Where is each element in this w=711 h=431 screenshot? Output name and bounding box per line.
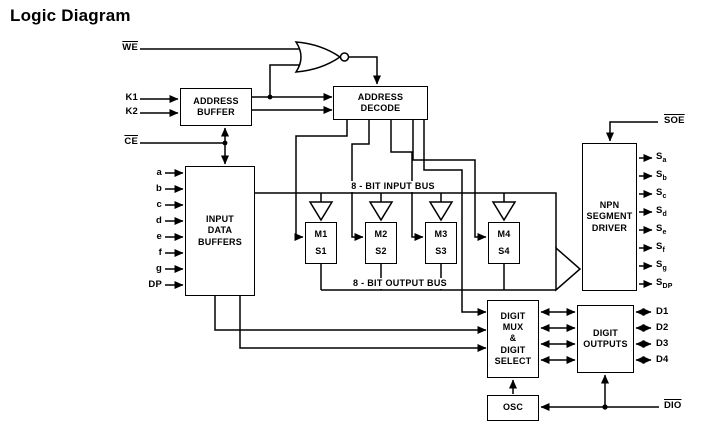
segment-label-sf: Sf (656, 241, 666, 254)
address-decode-block: ADDRESS DECODE (333, 86, 428, 120)
select-m1-wire (294, 120, 348, 241)
segment-label-sg: Sg (656, 259, 668, 272)
bus-funnel-m3 (428, 201, 454, 222)
segment-label-sdp: SDP (656, 277, 673, 290)
digit-mux-select-block: DIGIT MUX & DIGIT SELECT (487, 300, 539, 378)
npn-segment-driver-block: NPN SEGMENT DRIVER (582, 143, 637, 291)
bus-funnel-m1 (308, 201, 334, 222)
k2-label: K2 (125, 106, 138, 117)
select-m3-wire (390, 120, 424, 241)
bus-funnel-m4 (491, 201, 517, 222)
input-label-a: a (156, 167, 162, 178)
m2-s2-block: M2 S2 (365, 222, 397, 264)
digit-label-d3: D3 (656, 338, 669, 349)
digit-label-d2: D2 (656, 322, 669, 333)
digit-label-d4: D4 (656, 354, 669, 365)
junction-dot (222, 140, 228, 146)
input-label-f: f (158, 247, 162, 258)
m1-s1-block: M1 S1 (305, 222, 337, 264)
segment-label-se: Se (656, 223, 667, 236)
digit-label-d1: D1 (656, 306, 669, 317)
dio-label: DIO (664, 400, 682, 411)
input-label-e: e (156, 231, 162, 242)
input-label-b: b (155, 183, 162, 194)
gate-output-wire (349, 56, 381, 85)
input-data-buffers-block: INPUT DATA BUFFERS (185, 166, 255, 296)
page-title: Logic Diagram (10, 6, 131, 25)
we-label: WE (122, 42, 138, 53)
soe-label: SOE (664, 115, 685, 126)
soe-wire (606, 121, 658, 142)
buffer-mux-wire-2 (239, 296, 487, 352)
segment-label-sc: Sc (656, 187, 667, 200)
input-label-g: g (155, 263, 162, 274)
nor-gate (294, 41, 350, 73)
select-digit-wire (423, 120, 487, 316)
digit-outputs-block: DIGIT OUTPUTS (577, 305, 634, 373)
m3-s3-block: M3 S3 (425, 222, 457, 264)
segment-label-sa: Sa (656, 151, 667, 164)
osc-block: OSC (487, 395, 539, 421)
segment-label-sd: Sd (656, 205, 668, 218)
address-buffer-block: ADDRESS BUFFER (180, 88, 252, 126)
segment-label-sb: Sb (656, 169, 668, 182)
input-label-c: c (156, 199, 162, 210)
junction-dot (267, 94, 273, 100)
output-bus-label: 8 - BIT OUTPUT BUS (342, 278, 458, 289)
bus-funnel-m2 (368, 201, 394, 222)
input-bus-wire (255, 192, 557, 248)
select-m4-wire (412, 120, 487, 241)
input-label-dp: DP (148, 279, 162, 290)
bus-arrow-into-driver (555, 246, 582, 292)
input-label-d: d (155, 215, 162, 226)
buffer-mux-wire-1 (214, 296, 487, 334)
m4-s4-block: M4 S4 (488, 222, 520, 264)
junction-dot (602, 404, 608, 410)
gate-input-tap-wire (269, 64, 301, 97)
select-m2-wire (351, 120, 370, 241)
ce-label: CE (124, 136, 138, 147)
input-bus-label: 8 - BIT INPUT BUS (337, 181, 449, 192)
k1-label: K1 (125, 92, 138, 103)
